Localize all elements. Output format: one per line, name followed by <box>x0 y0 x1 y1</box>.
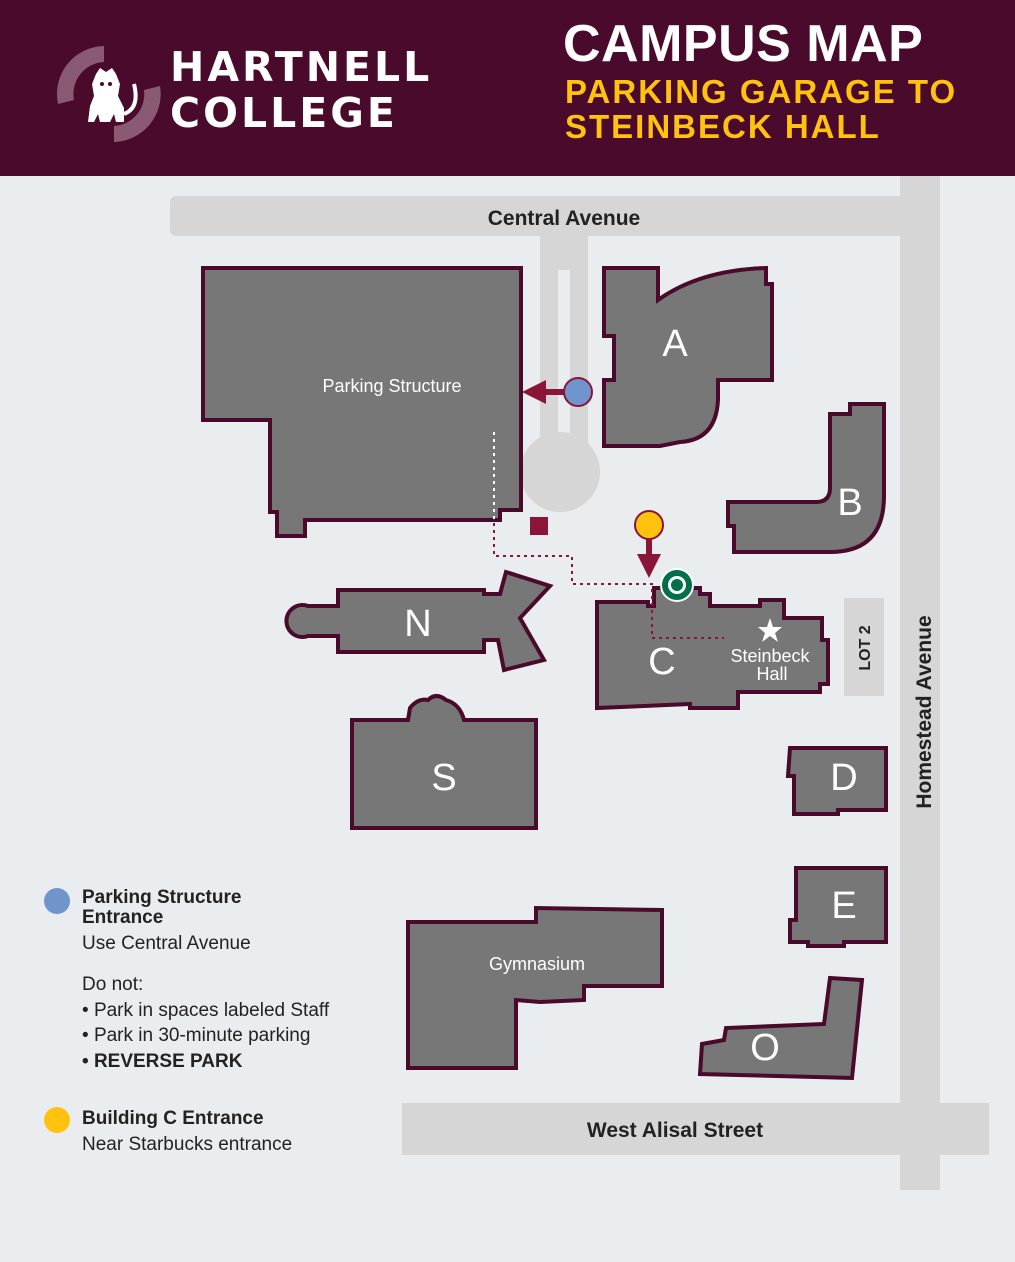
building-c-entrance-legend-dot <box>44 1107 70 1133</box>
building-a <box>602 265 774 448</box>
star-icon <box>758 618 782 642</box>
garage-exit-marker <box>530 517 548 535</box>
do-not-item: Park in spaces labeled Staff <box>82 998 329 1024</box>
college-name: HARTNELL COLLEGE <box>170 44 432 136</box>
building-c-entrance-marker <box>634 510 664 540</box>
gymnasium-building <box>406 905 664 1070</box>
lot-2-area <box>844 598 884 696</box>
header-banner: HARTNELL COLLEGE CAMPUS MAP PARKING GARA… <box>0 0 1015 176</box>
parking-structure-label: Parking Structure <box>322 376 461 396</box>
central-avenue-label: Central Avenue <box>488 207 641 230</box>
west-alisal-street-road <box>402 1103 989 1155</box>
building-e-label: E <box>831 885 856 927</box>
building-a-label: A <box>662 323 688 365</box>
building-n <box>284 569 554 673</box>
parking-entrance-legend-title-line1: Parking Structure <box>82 887 242 908</box>
building-c-entrance-legend-title: Building C Entrance <box>82 1108 264 1129</box>
building-o <box>697 975 865 1081</box>
parking-entrance-marker <box>563 377 593 407</box>
building-e <box>788 866 888 948</box>
campus-map: Central Avenue Homestead Avenue West Ali… <box>170 176 989 1190</box>
subtitle-line2: STEINBECK HALL <box>565 108 881 145</box>
building-d-label: D <box>830 757 857 799</box>
walking-route <box>493 432 724 639</box>
starbucks-icon <box>660 568 694 602</box>
college-name-line1: HARTNELL <box>170 43 433 91</box>
college-name-line2: COLLEGE <box>170 89 398 137</box>
legend-building-c-entrance: Building C Entrance Near Starbucks entra… <box>44 1107 364 1157</box>
turnaround-circle <box>520 432 600 512</box>
do-not-item: REVERSE PARK <box>82 1049 329 1075</box>
building-b <box>726 402 886 554</box>
parking-structure-building <box>201 266 523 538</box>
building-b-label: B <box>837 482 862 524</box>
page-subtitle: PARKING GARAGE TO STEINBECK HALL <box>565 74 957 144</box>
building-s-label: S <box>431 757 456 799</box>
steinbeck-hall-label-line1: Steinbeck <box>730 646 810 666</box>
west-alisal-street-label: West Alisal Street <box>587 1119 763 1142</box>
building-n-label: N <box>404 603 431 645</box>
building-s <box>350 694 538 830</box>
homestead-avenue-road <box>900 176 940 1190</box>
parking-entrance-legend-title-line2: Entrance <box>82 907 164 928</box>
do-not-list: Do not: Park in spaces labeled Staff Par… <box>82 972 329 1074</box>
parking-entrance-legend-dot <box>44 888 70 914</box>
building-c-entrance-legend-note: Near Starbucks entrance <box>82 1134 293 1155</box>
building-c <box>595 586 830 711</box>
steinbeck-hall-label-line2: Hall <box>756 664 787 684</box>
page-title: CAMPUS MAP <box>563 15 924 73</box>
building-c-label: C <box>648 641 675 683</box>
subtitle-line1: PARKING GARAGE TO <box>565 73 958 110</box>
parking-entrance-legend-title: Parking Structure Entrance <box>82 888 342 928</box>
central-avenue-road <box>170 196 904 236</box>
puma-logo-icon <box>56 46 161 142</box>
driveway-median <box>558 270 570 442</box>
building-d <box>785 746 888 816</box>
do-not-item: Park in 30-minute parking <box>82 1023 329 1049</box>
parking-entrance-legend-note: Use Central Avenue <box>82 933 251 954</box>
do-not-heading: Do not: <box>82 974 144 995</box>
lot-2-label: LOT 2 <box>857 625 874 670</box>
legend-parking-entrance: Parking Structure Entrance Use Central A… <box>44 888 364 958</box>
gymnasium-label: Gymnasium <box>489 954 585 974</box>
building-o-label: O <box>750 1027 780 1069</box>
homestead-avenue-label: Homestead Avenue <box>913 615 936 808</box>
